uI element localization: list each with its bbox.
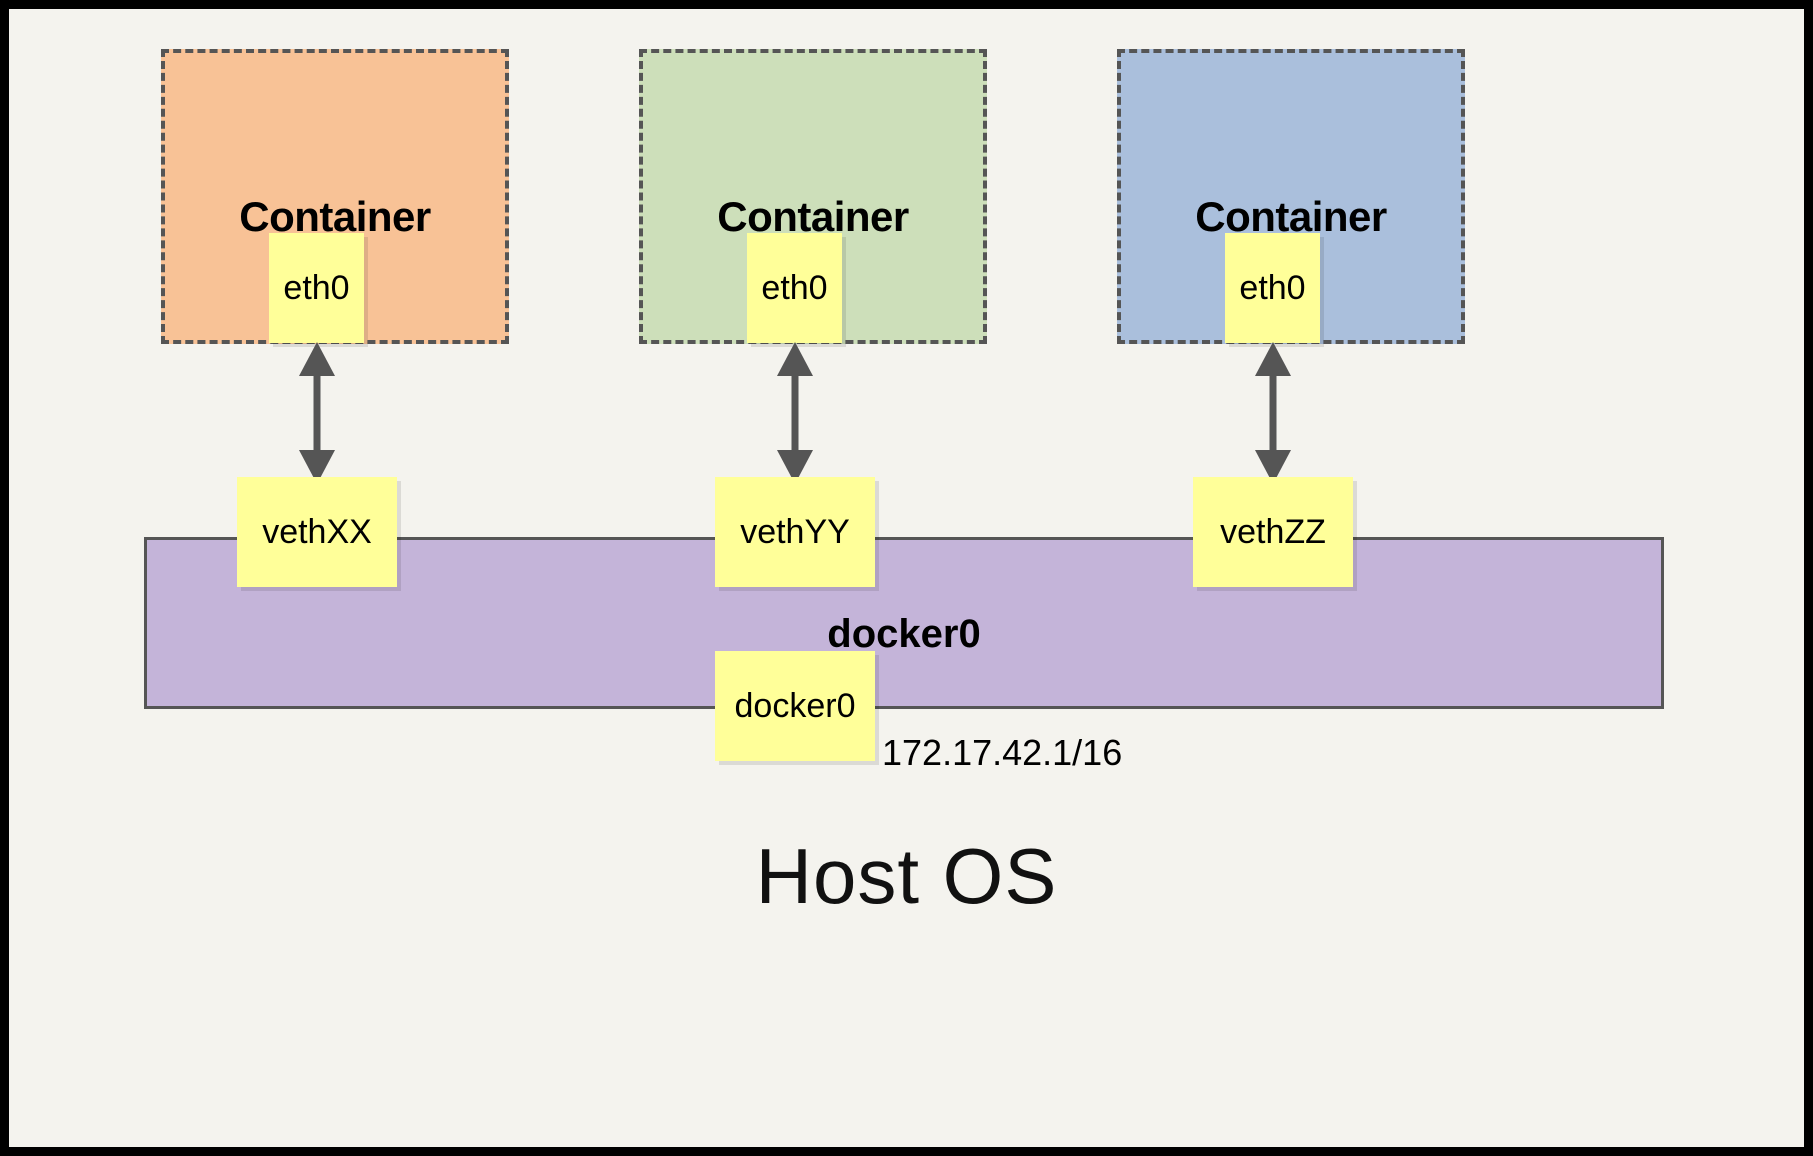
connection-arrow-3: [1255, 342, 1291, 484]
docker0-bridge-label: docker0: [827, 612, 981, 656]
container-title-2: Container: [717, 193, 909, 240]
container-title-1: Container: [239, 193, 431, 240]
veth-note-1: vethXX: [237, 477, 397, 587]
docker0-interface-label: docker0: [734, 686, 856, 725]
docker0-ip-label: 172.17.42.1/16: [882, 732, 1123, 773]
veth-note-3: vethZZ: [1193, 477, 1353, 587]
eth0-label-2: eth0: [761, 268, 828, 307]
veth-label-3: vethZZ: [1220, 512, 1326, 551]
docker0-interface-note: docker0: [715, 651, 875, 761]
eth0-note-2: eth0: [747, 233, 842, 343]
docker0-bridge-bar: docker0: [144, 537, 1664, 709]
connection-arrow-1: [299, 342, 335, 484]
eth0-label-3: eth0: [1239, 268, 1306, 307]
connection-arrow-2: [777, 342, 813, 484]
eth0-label-1: eth0: [283, 268, 350, 307]
host-os-label: Host OS: [755, 832, 1058, 920]
veth-label-1: vethXX: [262, 512, 372, 551]
eth0-note-1: eth0: [269, 233, 364, 343]
veth-label-2: vethYY: [740, 512, 850, 551]
eth0-note-3: eth0: [1225, 233, 1320, 343]
veth-note-2: vethYY: [715, 477, 875, 587]
container-title-3: Container: [1195, 193, 1387, 240]
diagram-stage: Container eth0 Container eth0 Container …: [9, 9, 1804, 1147]
